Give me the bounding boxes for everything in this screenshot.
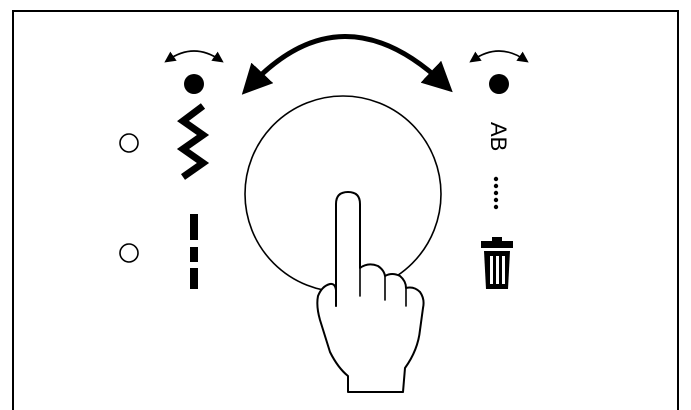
ab-letters-label: AB: [486, 122, 511, 151]
option-circle-top: [120, 134, 138, 152]
pointing-hand-icon: [317, 192, 423, 392]
trash-can-icon: [481, 237, 513, 289]
rotate-double-arrow-icon: [250, 36, 444, 86]
zigzag-stitch-icon: [183, 106, 203, 177]
ab-dots-icon: [494, 177, 498, 209]
rotate-indicator-left-icon: [168, 51, 220, 94]
straight-stitch-icon: [190, 214, 198, 289]
rotate-indicator-right-icon: [473, 51, 525, 94]
option-circle-bottom: [120, 244, 138, 262]
